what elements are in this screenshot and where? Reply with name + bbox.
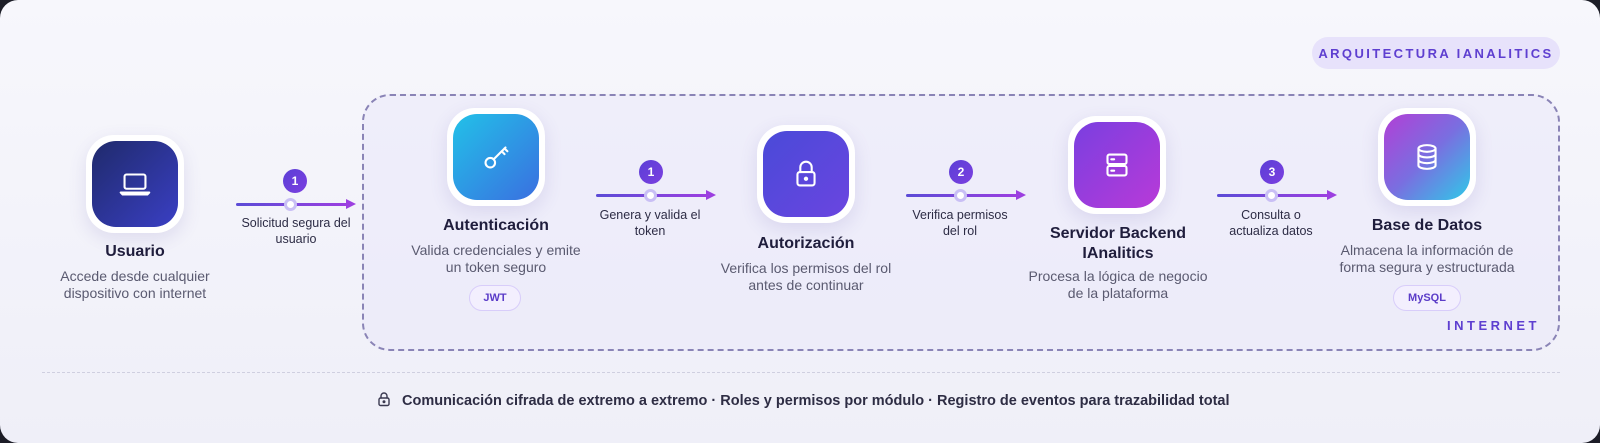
node-title: Autorización — [757, 235, 855, 252]
server-icon — [1074, 122, 1160, 208]
footer: Comunicación cifrada de extremo a extrem… — [376, 391, 1230, 411]
node-desc-line-2: de la plataforma — [1067, 285, 1169, 301]
internet-zone — [362, 94, 1560, 351]
step-number: 1 — [639, 160, 663, 184]
footer-text: Comunicación cifrada de extremo a extrem… — [402, 393, 1230, 409]
laptop-icon — [92, 141, 178, 227]
node-desc-line-2: forma segura y estructurada — [1339, 259, 1515, 275]
lock-icon — [376, 391, 392, 412]
step-label-line-2: actualiza datos — [1229, 224, 1313, 238]
node-title: Usuario — [105, 243, 165, 260]
step-number: 1 — [283, 169, 307, 193]
divider — [42, 372, 1560, 373]
node-desc-line-2: antes de continuar — [748, 277, 864, 293]
internet-zone-label: INTERNET — [1447, 318, 1540, 333]
node-desc-line-1: Almacena la información de — [1340, 242, 1514, 258]
step-label-line-2: del rol — [942, 224, 978, 238]
key-icon — [453, 114, 539, 200]
step-label-line-2: usuario — [275, 232, 317, 246]
node-title-line-1: Servidor Backend — [1049, 225, 1187, 242]
node-desc-line-1: Accede desde cualquier — [60, 268, 210, 284]
node-desc-line-2: un token seguro — [445, 259, 547, 275]
node-title-line-2: IAnalitics — [1082, 245, 1154, 262]
step-label-line-1: Verifica permisos — [912, 208, 1008, 222]
node-desc-line-1: Valida credenciales y emite — [411, 242, 581, 258]
lock-icon — [763, 131, 849, 217]
step-number: 3 — [1260, 160, 1284, 184]
architecture-badge: ARQUITECTURA IANALITICS — [1312, 37, 1560, 69]
node-title: Base de Datos — [1371, 217, 1483, 234]
step-label-line-1: Solicitud segura del — [241, 216, 351, 230]
mysql-badge: MySQL — [1393, 285, 1461, 311]
database-icon — [1384, 114, 1470, 200]
jwt-badge: JWT — [469, 285, 521, 311]
step-number: 2 — [949, 160, 973, 184]
node-desc-line-1: Procesa la lógica de negocio — [1028, 268, 1208, 284]
step-label-line-1: Consulta o — [1241, 208, 1301, 222]
flow-arrow — [596, 171, 716, 215]
step-label-line-2: token — [634, 224, 666, 238]
node-desc-line-2: dispositivo con internet — [63, 285, 207, 301]
node-title: Autenticación — [443, 217, 549, 234]
flow-arrow — [906, 171, 1026, 215]
node-desc-line-1: Verifica los permisos del rol — [720, 260, 892, 276]
step-label-line-1: Genera y valida el — [599, 208, 701, 222]
flow-arrow — [1217, 171, 1337, 215]
flow-arrow — [236, 180, 356, 224]
